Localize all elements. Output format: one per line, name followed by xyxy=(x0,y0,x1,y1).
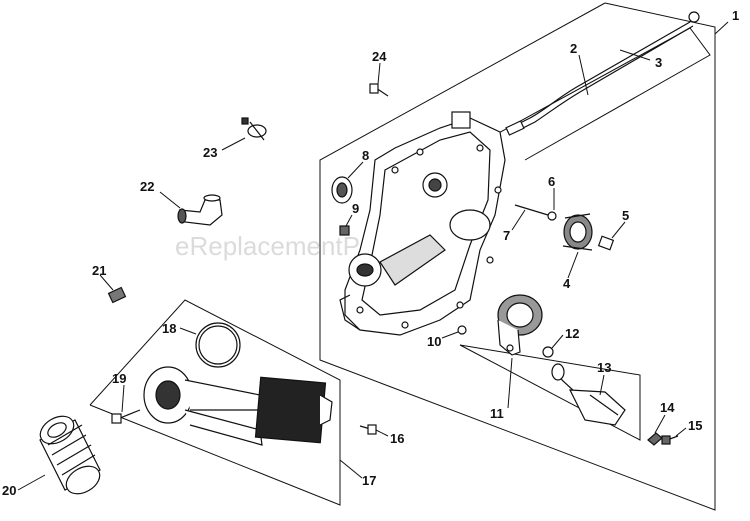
assembly-bracket-dipstick xyxy=(494,27,711,161)
callout-20: 20 xyxy=(2,483,16,498)
oil-seal xyxy=(331,176,353,204)
plug xyxy=(339,225,350,236)
oil-pressure-switch xyxy=(241,117,267,141)
o-ring-pump xyxy=(542,346,554,358)
callout-22: 22 xyxy=(140,179,154,194)
callout-10: 10 xyxy=(427,334,441,349)
oil-cooler-assembly xyxy=(111,322,333,446)
callout-14: 14 xyxy=(660,400,675,415)
callout-2: 2 xyxy=(570,41,577,56)
dipstick-assembly xyxy=(505,11,700,136)
callout-15: 15 xyxy=(688,418,702,433)
callout-16: 16 xyxy=(390,431,404,446)
o-ring-small xyxy=(457,325,467,335)
callout-8: 8 xyxy=(362,148,369,163)
callout-19: 19 xyxy=(112,371,126,386)
callout-6: 6 xyxy=(548,174,555,189)
callout-7: 7 xyxy=(503,228,510,243)
screw-15 xyxy=(661,435,679,445)
callout-18: 18 xyxy=(162,321,176,336)
closure-plate xyxy=(339,111,506,336)
callout-1: 1 xyxy=(732,8,739,23)
oil-pickup xyxy=(551,363,626,426)
callout-24: 24 xyxy=(372,49,387,64)
callout-12: 12 xyxy=(565,326,579,341)
callout-13: 13 xyxy=(597,360,611,375)
callout-9: 9 xyxy=(352,201,359,216)
elbow-fitting xyxy=(177,194,223,226)
callout-23: 23 xyxy=(203,145,217,160)
assembly-bracket-oil-pump xyxy=(459,344,641,441)
pipe-plug xyxy=(107,286,127,304)
screw-24 xyxy=(369,83,389,97)
callout-21: 21 xyxy=(92,263,106,278)
assembly-bracket-filter xyxy=(89,299,341,506)
oil-filter xyxy=(39,415,101,495)
callout-5: 5 xyxy=(622,208,629,223)
governor-assembly xyxy=(514,204,615,251)
oil-pump xyxy=(497,294,543,356)
screw-16 xyxy=(359,424,377,435)
assembly-bracket-main xyxy=(319,2,716,511)
bolt-14 xyxy=(647,432,663,446)
callout-17: 17 xyxy=(362,473,376,488)
callout-4: 4 xyxy=(563,276,571,291)
callout-3: 3 xyxy=(655,55,662,70)
callout-11: 11 xyxy=(490,406,504,421)
